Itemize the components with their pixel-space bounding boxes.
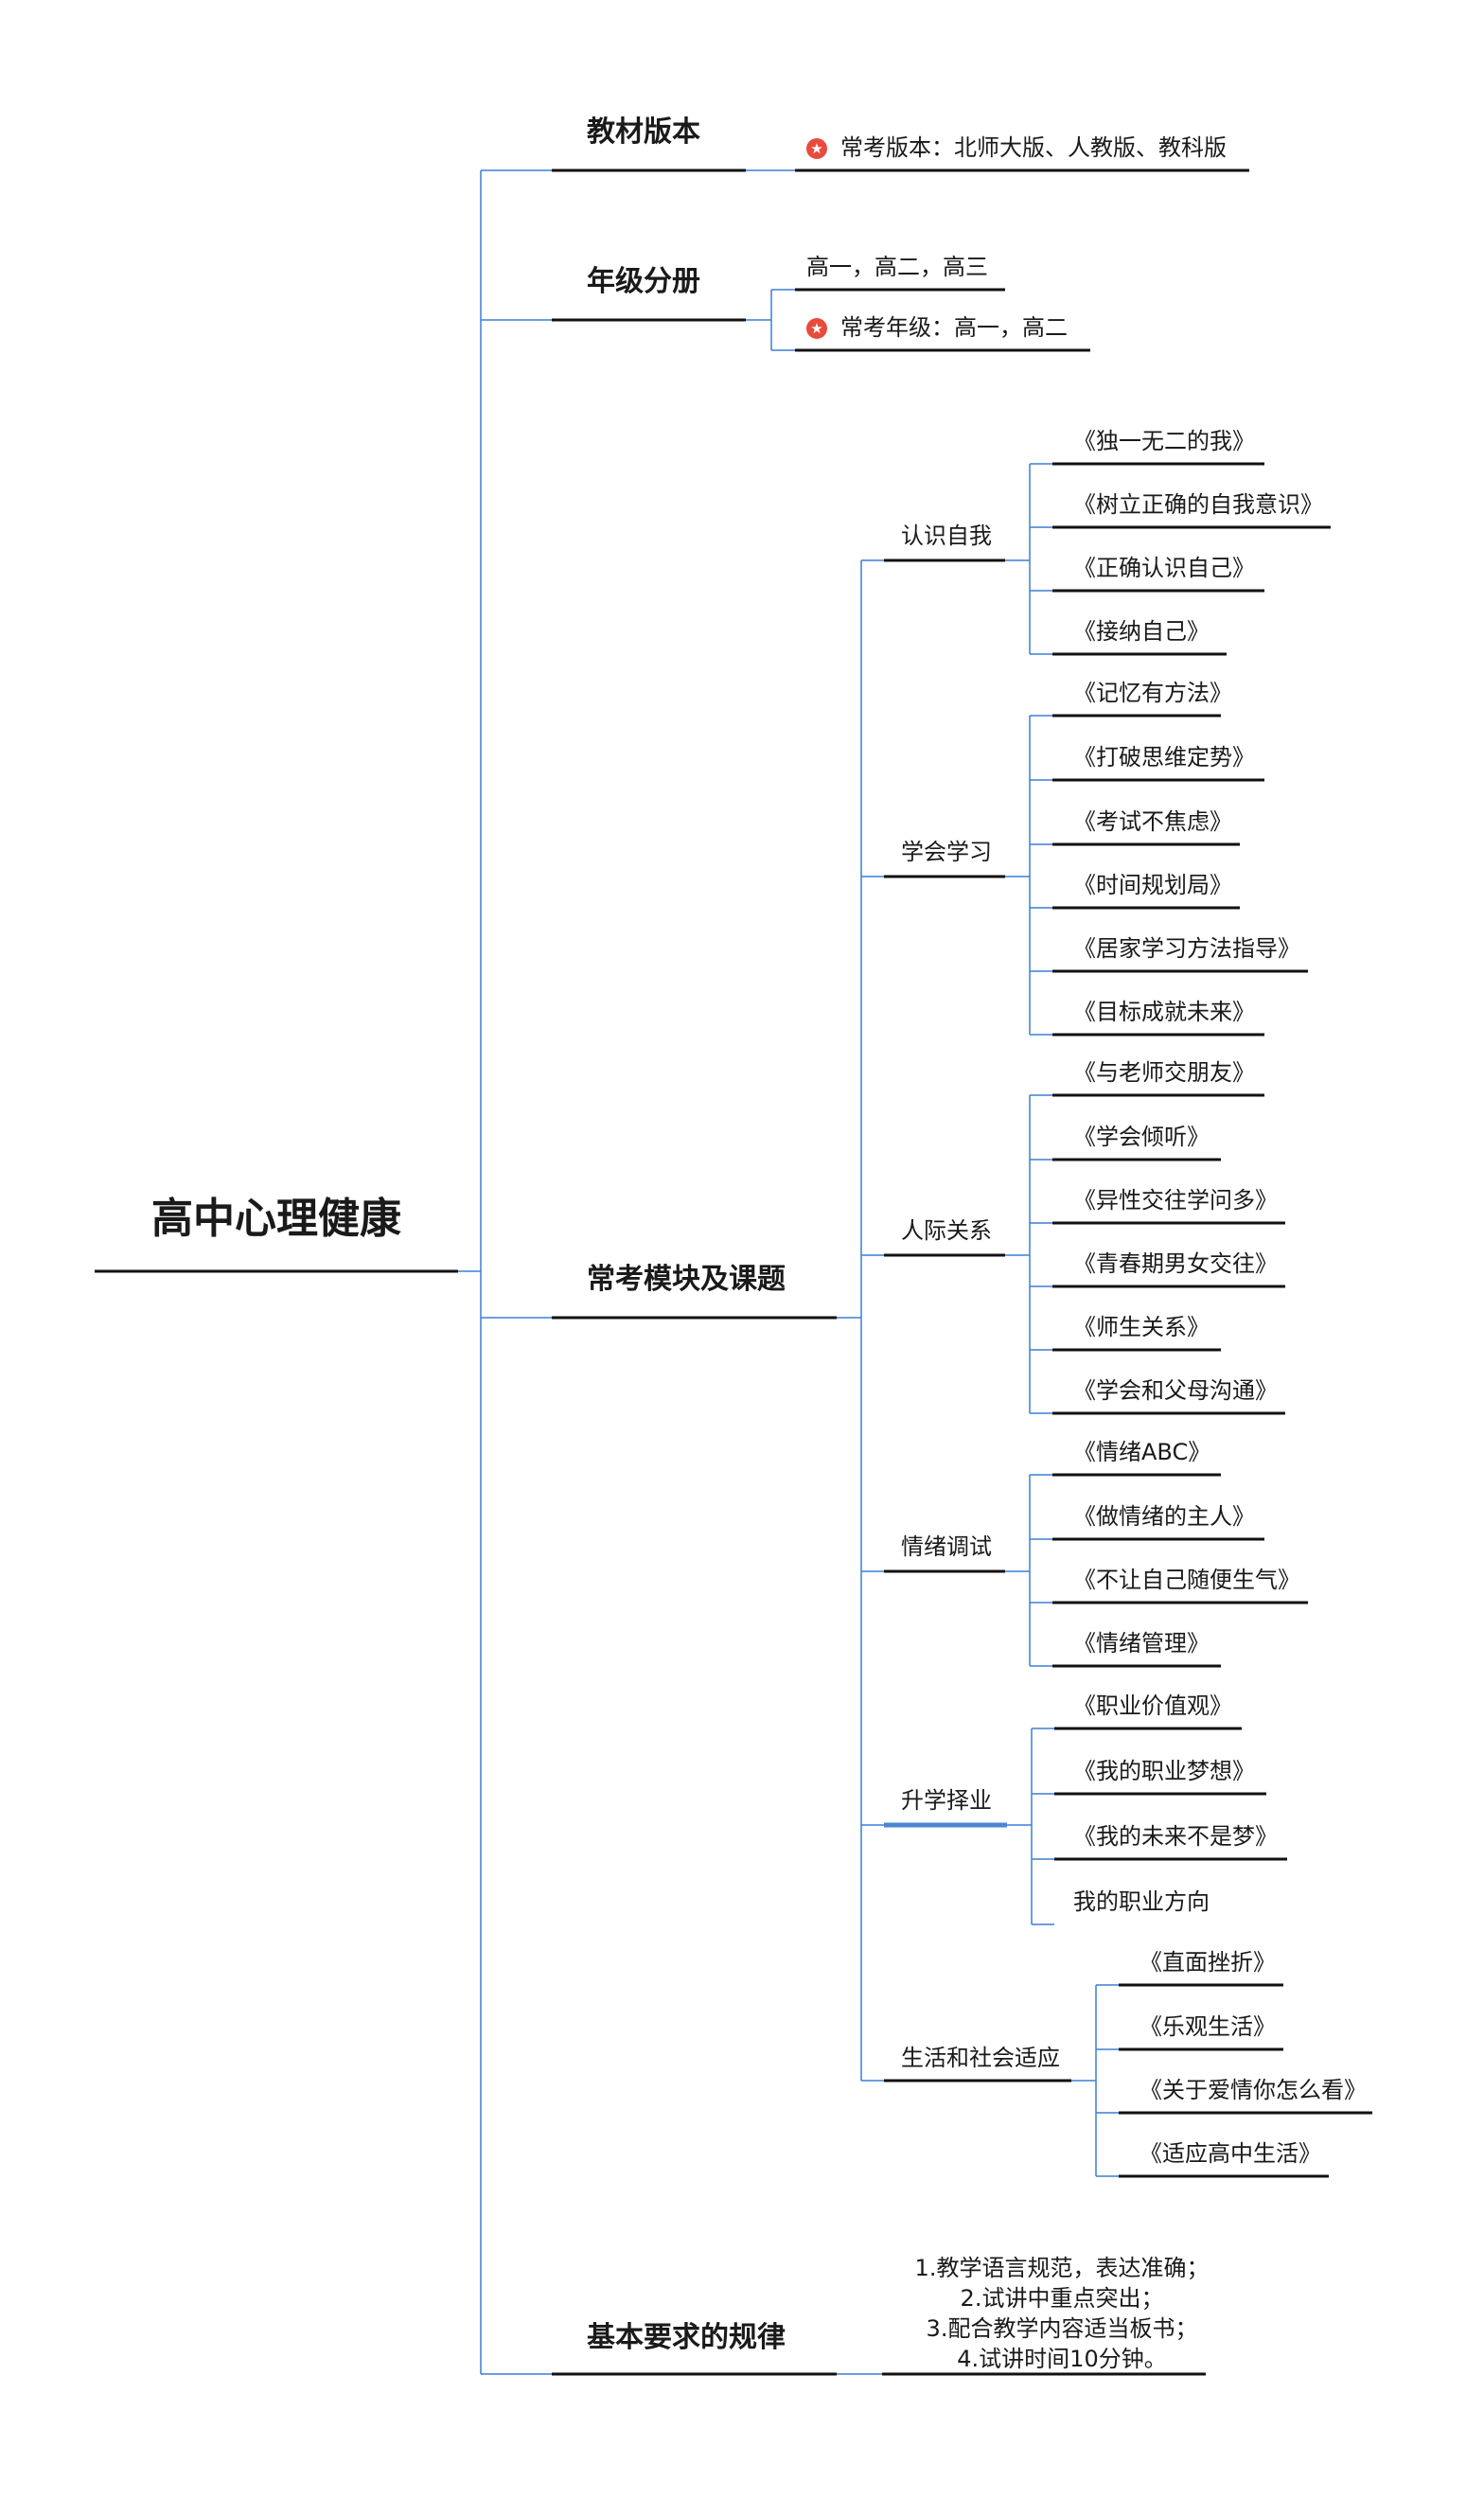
- star-icon: ★: [806, 138, 827, 159]
- lesson-item[interactable]: 《乐观生活》: [1140, 2013, 1276, 2040]
- lesson-item[interactable]: 《做情绪的主人》: [1073, 1503, 1255, 1530]
- module-relationships[interactable]: 人际关系: [901, 1217, 992, 1244]
- requirements-note[interactable]: 1.教学语言规范，表达准确； 2.试讲中重点突出； 3.配合教学内容适当板书； …: [882, 2253, 1242, 2374]
- lesson-item[interactable]: 《不让自己随便生气》: [1073, 1567, 1300, 1593]
- lesson-item[interactable]: 《职业价值观》: [1073, 1693, 1232, 1719]
- root-topic[interactable]: 高中心理健康: [151, 1195, 401, 1243]
- requirement-line: 1.教学语言规范，表达准确；: [914, 2255, 1210, 2281]
- lesson-item[interactable]: 《直面挫折》: [1140, 1949, 1276, 1976]
- lesson-item[interactable]: 《情绪ABC》: [1073, 1439, 1211, 1465]
- module-learning[interactable]: 学会学习: [901, 839, 992, 865]
- requirement-line: 4.试讲时间10分钟。: [957, 2346, 1167, 2372]
- requirement-line: 2.试讲中重点突出；: [960, 2285, 1164, 2312]
- branch-textbook-version[interactable]: 教材版本: [587, 115, 700, 149]
- lesson-item[interactable]: 《师生关系》: [1073, 1314, 1210, 1340]
- lesson-item[interactable]: 《异性交往学问多》: [1073, 1187, 1278, 1214]
- module-emotions[interactable]: 情绪调试: [901, 1533, 992, 1560]
- star-icon: ★: [806, 318, 827, 339]
- branch-basic-requirements[interactable]: 基本要求的规律: [587, 2321, 786, 2354]
- branch-grade-volumes[interactable]: 年级分册: [587, 265, 700, 298]
- module-career[interactable]: 升学择业: [901, 1787, 992, 1814]
- lesson-item[interactable]: 《学会和父母沟通》: [1073, 1377, 1278, 1404]
- lesson-item[interactable]: 《情绪管理》: [1073, 1630, 1210, 1657]
- lesson-item[interactable]: 《适应高中生活》: [1140, 2140, 1321, 2167]
- module-life-adaptation[interactable]: 生活和社会适应: [901, 2045, 1060, 2071]
- lesson-item[interactable]: 《记忆有方法》: [1073, 680, 1232, 706]
- topic-grades[interactable]: 高一，高二，高三: [806, 254, 988, 280]
- lesson-item[interactable]: 《目标成就未来》: [1073, 999, 1255, 1025]
- lesson-item[interactable]: 《我的未来不是梦》: [1073, 1823, 1278, 1850]
- lesson-item[interactable]: 我的职业方向: [1073, 1888, 1210, 1915]
- topic-common-grades[interactable]: ★ 常考年级：高一，高二: [806, 314, 1068, 342]
- lesson-item[interactable]: 《我的职业梦想》: [1073, 1758, 1255, 1784]
- lesson-item[interactable]: 《青春期男女交往》: [1073, 1250, 1278, 1277]
- lesson-item[interactable]: 《学会倾听》: [1073, 1124, 1210, 1150]
- lesson-item[interactable]: 《独一无二的我》: [1073, 428, 1255, 454]
- topic-label: 常考版本：北师大版、人教版、教科版: [840, 134, 1227, 161]
- topic-common-versions[interactable]: ★ 常考版本：北师大版、人教版、教科版: [806, 134, 1227, 162]
- lesson-item[interactable]: 《树立正确的自我意识》: [1073, 491, 1323, 518]
- module-self-awareness[interactable]: 认识自我: [901, 523, 992, 549]
- lesson-item[interactable]: 《打破思维定势》: [1073, 744, 1255, 771]
- lesson-item[interactable]: 《时间规划局》: [1073, 872, 1232, 898]
- branch-common-modules[interactable]: 常考模块及课题: [587, 1263, 786, 1296]
- lesson-item[interactable]: 《与老师交朋友》: [1073, 1059, 1255, 1086]
- lesson-item[interactable]: 《关于爱情你怎么看》: [1140, 2077, 1367, 2103]
- lesson-item[interactable]: 《接纳自己》: [1073, 618, 1210, 645]
- lesson-item[interactable]: 《居家学习方法指导》: [1073, 935, 1300, 962]
- requirement-line: 3.配合教学内容适当板书；: [926, 2315, 1198, 2342]
- topic-label: 常考年级：高一，高二: [840, 314, 1068, 341]
- lesson-item[interactable]: 《正确认识自己》: [1073, 555, 1255, 581]
- lesson-item[interactable]: 《考试不焦虑》: [1073, 808, 1232, 835]
